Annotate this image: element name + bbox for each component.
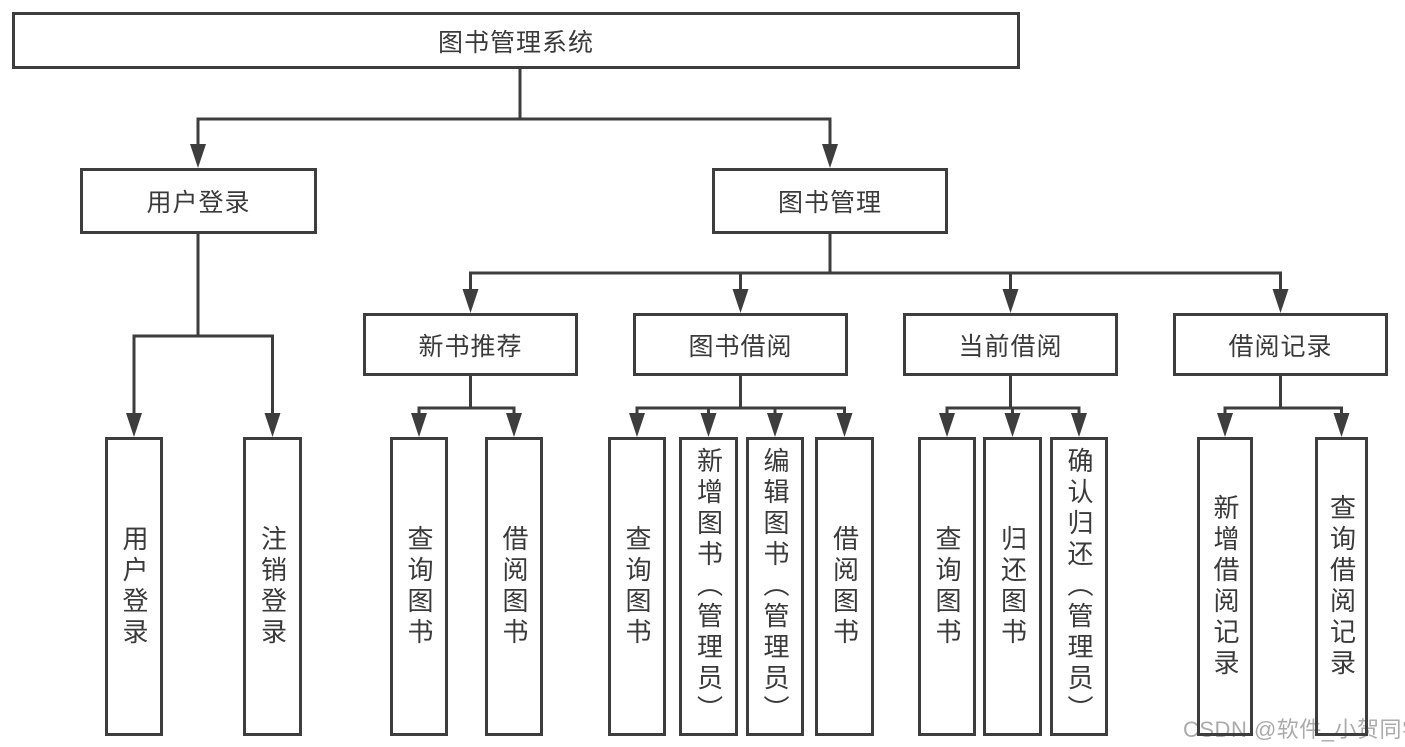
leaf-records-query-record: 查询借阅记录 (1315, 437, 1368, 736)
leaf-borrowing-edit-books-admin-label: 编辑图书（管理员） (760, 447, 790, 726)
leaf-borrowing-borrow-books-label: 借阅图书 (829, 524, 860, 649)
leaf-current-query-books: 查询图书 (918, 437, 976, 736)
node-book-management: 图书管理 (712, 168, 948, 234)
node-borrow-records: 借阅记录 (1173, 313, 1388, 376)
node-new-book-recommend: 新书推荐 (363, 313, 578, 376)
node-user-login-label: 用户登录 (146, 189, 251, 217)
csdn-watermark: CSDN @软件_小贺同学 (1183, 717, 1405, 742)
arrowhead (629, 413, 645, 437)
arrowhead (1004, 413, 1021, 437)
node-borrow-records-label: 借阅记录 (1228, 332, 1333, 361)
leaf-borrowing-borrow-books: 借阅图书 (815, 437, 874, 736)
node-book-management-label: 图书管理 (777, 189, 882, 217)
leaf-logout: 注销登录 (243, 437, 302, 736)
arrowhead (700, 413, 717, 437)
arrowhead (822, 144, 838, 168)
leaf-current-confirm-return-admin: 确认归还（管理员） (1050, 437, 1108, 736)
leaf-borrowing-add-books-admin: 新增图书（管理员） (679, 437, 738, 736)
leaf-newbooks-borrow-books-label: 借阅图书 (499, 524, 529, 649)
leaf-newbooks-query-books-label: 查询图书 (404, 524, 434, 649)
node-book-borrowing-label: 图书借阅 (688, 332, 793, 361)
arrowhead (836, 413, 853, 437)
arrowhead (1217, 413, 1233, 437)
arrowhead (767, 413, 783, 437)
arrowhead (1071, 413, 1087, 437)
leaf-newbooks-borrow-books: 借阅图书 (485, 437, 543, 736)
leaf-current-query-books-label: 查询图书 (932, 524, 962, 649)
arrowhead (264, 413, 281, 437)
leaf-current-return-books: 归还图书 (983, 437, 1042, 736)
arrowhead (411, 413, 427, 437)
leaf-records-query-record-label: 查询借阅记录 (1326, 493, 1357, 680)
node-current-borrowing-label: 当前借阅 (958, 332, 1063, 361)
leaf-logout-label: 注销登录 (257, 524, 288, 649)
leaf-records-add-record: 新增借阅记录 (1197, 437, 1253, 736)
leaf-current-return-books-label: 归还图书 (997, 524, 1028, 649)
node-library-system-label: 图书管理系统 (437, 28, 594, 57)
leaf-records-add-record-label: 新增借阅记录 (1210, 493, 1240, 680)
node-book-borrowing: 图书借阅 (633, 313, 848, 376)
arrowhead (126, 413, 142, 437)
leaf-user-login-label: 用户登录 (119, 524, 149, 649)
arrowhead (732, 289, 749, 313)
leaf-user-login: 用户登录 (105, 437, 163, 736)
node-user-login: 用户登录 (80, 168, 317, 234)
arrowhead (506, 413, 522, 437)
leaf-current-confirm-return-admin-label: 确认归还（管理员） (1064, 447, 1094, 726)
leaf-borrowing-add-books-admin-label: 新增图书（管理员） (693, 447, 724, 726)
arrowhead (1002, 289, 1019, 313)
node-library-system: 图书管理系统 (12, 12, 1020, 69)
leaf-borrowing-query-books-label: 查询图书 (622, 524, 652, 649)
arrowhead (939, 413, 955, 437)
node-current-borrowing: 当前借阅 (903, 313, 1118, 376)
leaf-borrowing-query-books: 查询图书 (608, 437, 666, 736)
arrowheads (126, 144, 1350, 437)
arrowhead (1333, 413, 1350, 437)
arrowhead (462, 289, 479, 313)
leaf-newbooks-query-books: 查询图书 (390, 437, 448, 736)
leaf-borrowing-edit-books-admin: 编辑图书（管理员） (746, 437, 804, 736)
arrowhead (1272, 289, 1289, 313)
node-new-book-recommend-label: 新书推荐 (418, 332, 523, 361)
arrowhead (190, 144, 206, 168)
